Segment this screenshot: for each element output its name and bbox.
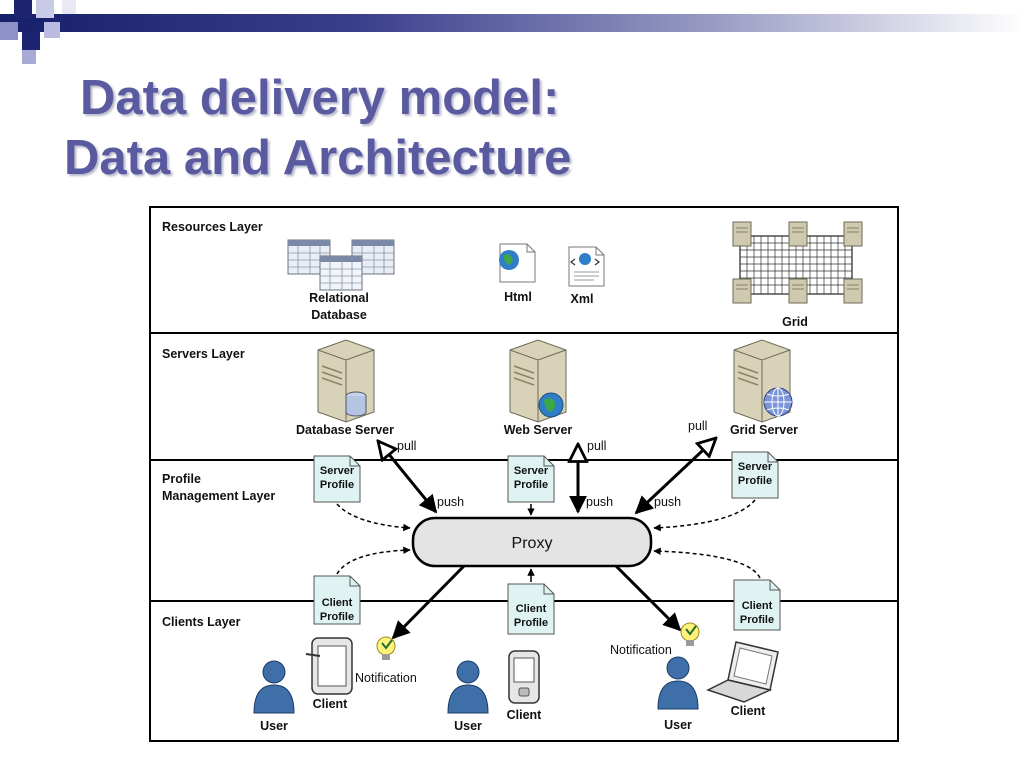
client-profile-label-line1: Client	[742, 600, 773, 612]
bulb-icon	[680, 622, 700, 646]
slide-title: Data delivery model: Data and Architectu…	[64, 68, 571, 188]
client-profile-label-line2: Profile	[740, 614, 774, 626]
slide-title-line1: Data delivery model:	[80, 71, 560, 125]
pull-label-database: pull	[397, 439, 416, 453]
deco-square	[0, 22, 18, 40]
profile-link-dashed	[336, 546, 411, 575]
web-server-label: Web Server	[504, 423, 573, 437]
deco-square	[14, 0, 32, 18]
layer-label-profile-line1: Profile	[162, 472, 201, 486]
arrow-proxy-client-right	[614, 564, 682, 632]
web-server-icon	[509, 339, 567, 423]
proxy-node	[411, 516, 653, 568]
client-profile-label-line1: Client	[322, 597, 353, 609]
arrow-proxy-client-left	[391, 564, 466, 640]
client-profile-label-line1: Client	[516, 603, 547, 615]
client-label-middle: Client	[507, 708, 543, 722]
deco-square	[44, 22, 60, 38]
user-label-right: User	[664, 718, 692, 732]
xml-document-icon	[568, 246, 605, 287]
server-profile-doc: Server Profile	[313, 455, 361, 503]
push-label-web: push	[586, 495, 613, 509]
user-icon	[447, 660, 489, 714]
slide-title-line2: Data and Architecture	[64, 131, 572, 185]
profile-link-dashed	[653, 499, 756, 532]
server-profile-label-line2: Profile	[514, 479, 548, 491]
client-profile-doc: Client Profile	[507, 583, 555, 635]
grid-server-label: Grid Server	[730, 423, 798, 437]
layer-label-servers: Servers Layer	[162, 347, 245, 361]
user-label-middle: User	[454, 719, 482, 733]
server-profile-doc: Server Profile	[731, 451, 779, 499]
database-server-label: Database Server	[296, 423, 394, 437]
relational-database-label-line1: Relational	[309, 291, 369, 305]
user-icon	[657, 656, 699, 710]
layer-label-resources: Resources Layer	[162, 220, 263, 234]
relational-database-label-line2: Database	[311, 308, 367, 322]
layer-label-clients: Clients Layer	[162, 615, 241, 629]
user-label-left: User	[260, 719, 288, 733]
user-icon	[253, 660, 295, 714]
deco-square	[36, 0, 54, 18]
client-profile-label-line2: Profile	[320, 611, 354, 623]
pull-label-grid: pull	[688, 419, 707, 433]
html-document-icon	[499, 243, 536, 283]
html-label: Html	[504, 290, 532, 304]
client-label-left: Client	[313, 697, 349, 711]
proxy-label: Proxy	[512, 535, 553, 552]
server-profile-label-line1: Server	[514, 465, 549, 477]
pda-client-icon	[508, 650, 540, 704]
database-server-icon	[317, 339, 375, 423]
notification-label-left: Notification	[355, 671, 417, 685]
header-gradient-bar	[0, 14, 1024, 32]
server-profile-doc: Server Profile	[507, 455, 555, 503]
layer-label-profile-line2: Management Layer	[162, 489, 275, 503]
server-profile-label-line2: Profile	[738, 475, 772, 487]
server-profile-label-line1: Server	[738, 461, 773, 473]
grid-label: Grid	[782, 315, 808, 329]
arrow-database-server-proxy	[378, 441, 438, 512]
laptop-client-icon	[706, 641, 779, 703]
client-profile-doc: Client Profile	[733, 579, 781, 631]
push-label-grid: push	[654, 495, 681, 509]
push-label-database: push	[437, 495, 464, 509]
grid-server-icon	[733, 339, 793, 423]
deco-square	[62, 0, 76, 14]
pull-label-web: pull	[587, 439, 606, 453]
client-profile-doc: Client Profile	[313, 575, 361, 625]
deco-square	[22, 32, 40, 50]
client-label-right: Client	[731, 704, 767, 718]
arrow-grid-server-proxy	[636, 438, 716, 513]
notification-label-right: Notification	[610, 643, 672, 657]
profile-link-dashed	[653, 547, 761, 579]
tablet-client-icon	[305, 637, 353, 695]
deco-square	[22, 50, 36, 64]
xml-label: Xml	[571, 292, 594, 306]
bulb-icon	[376, 636, 396, 660]
client-profile-label-line2: Profile	[514, 617, 548, 629]
grid-network-icon	[732, 221, 863, 304]
relational-database-icon	[287, 239, 395, 291]
server-profile-label-line2: Profile	[320, 479, 354, 491]
server-profile-label-line1: Server	[320, 465, 355, 477]
